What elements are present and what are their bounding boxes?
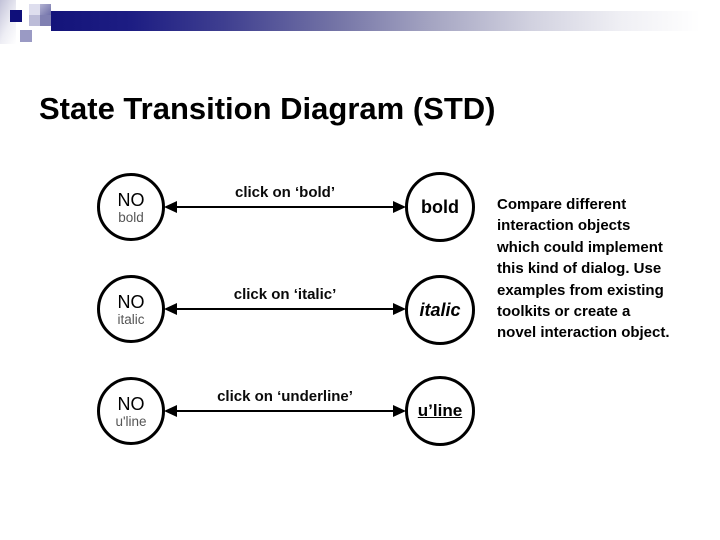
- arrow-shaft: [174, 410, 396, 412]
- arrowhead-left-icon: [164, 303, 177, 315]
- arrowhead-left-icon: [164, 201, 177, 213]
- pixel-square-light: [29, 4, 40, 15]
- transition-label: click on ‘bold’: [234, 184, 336, 201]
- state-text-primary: NO: [117, 189, 145, 210]
- state-circle-no-underline: NO u'line: [97, 377, 165, 445]
- transition-arrow-underline: click on ‘underline’: [164, 388, 406, 417]
- transition-arrow-italic: click on ‘italic’: [164, 286, 406, 315]
- state-circle-underline: u’line: [405, 376, 475, 446]
- state-text-primary: NO: [117, 393, 145, 414]
- pixel-square-medium-3: [20, 30, 32, 42]
- slide-title: State Transition Diagram (STD): [39, 90, 496, 126]
- pixel-square-gradient: [40, 4, 51, 15]
- arrow-shaft: [174, 308, 396, 310]
- instruction-note: Compare different interaction objects wh…: [497, 196, 670, 342]
- pixel-square-medium-2: [40, 15, 51, 26]
- header-gradient-bar: [51, 11, 720, 31]
- pixel-square-navy: [10, 10, 22, 22]
- corner-strip-decoration: [0, 0, 16, 44]
- arrowhead-right-icon: [393, 201, 406, 213]
- state-circle-no-bold: NO bold: [97, 173, 165, 241]
- transition-label: click on ‘underline’: [217, 388, 353, 405]
- pixel-square-medium-1: [29, 15, 40, 26]
- state-circle-italic: italic: [405, 275, 475, 345]
- arrow-shaft: [174, 206, 396, 208]
- state-circle-bold: bold: [405, 172, 475, 242]
- state-text-styled: u’line: [417, 401, 463, 420]
- transition-arrow-bold: click on ‘bold’: [164, 184, 406, 213]
- state-text-secondary: u'line: [115, 413, 147, 429]
- state-text-secondary: italic: [117, 311, 145, 327]
- state-text-primary: NO: [117, 291, 145, 312]
- arrowhead-right-icon: [393, 303, 406, 315]
- arrowhead-left-icon: [164, 405, 177, 417]
- state-circle-no-italic: NO italic: [97, 275, 165, 343]
- transition-label: click on ‘italic’: [233, 286, 337, 303]
- state-text-secondary: bold: [118, 209, 144, 225]
- state-text-styled: italic: [419, 299, 461, 320]
- arrowhead-right-icon: [393, 405, 406, 417]
- state-text-styled: bold: [421, 196, 459, 217]
